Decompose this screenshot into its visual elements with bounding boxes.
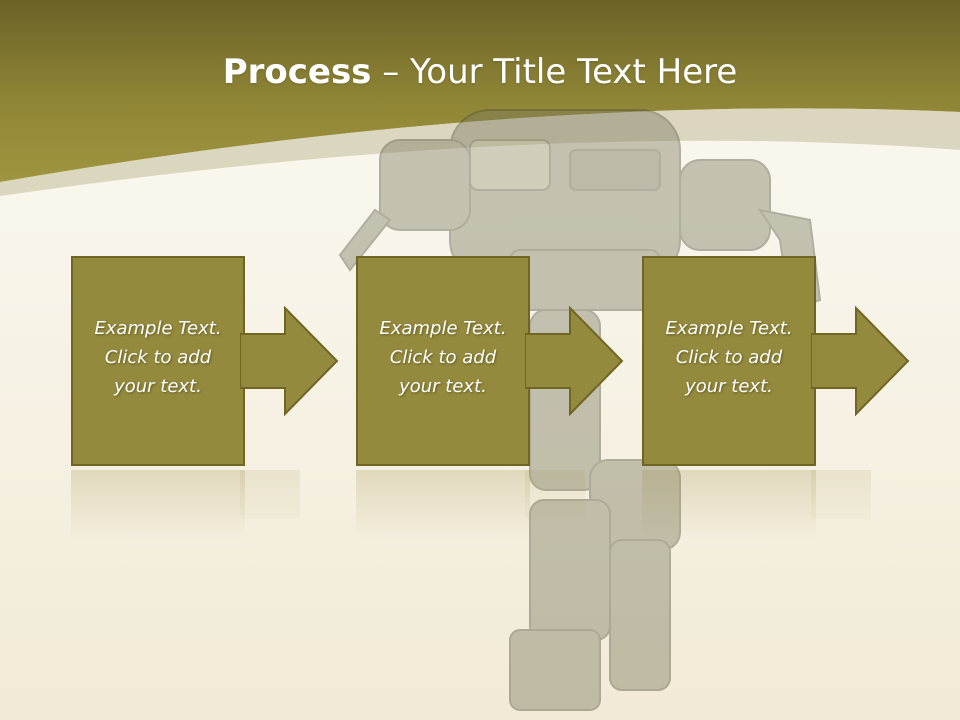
step-3-line-1: Example Text. [665,318,793,339]
step-2-line-2: Click to add [389,347,497,368]
process-step-1[interactable]: Example Text. Click to add your text. [71,256,245,466]
process-step-3[interactable]: Example Text. Click to add your text. [642,256,816,466]
step-3-reflection [642,470,816,540]
step-2-line-1: Example Text. [379,318,507,339]
header-band [0,0,960,196]
step-1-line-3: your text. [114,376,202,397]
step-3-line-2: Click to add [675,347,783,368]
arrow-3-reflection [811,470,871,519]
step-1-line-1: Example Text. [94,318,222,339]
step-1-line-2: Click to add [104,347,212,368]
arrow-1-reflection [240,470,300,519]
step-2-reflection [356,470,530,540]
title-bold: Process [222,52,372,92]
step-1-reflection [71,470,245,540]
page-title[interactable]: Process – Your Title Text Here [0,52,960,92]
step-1-text: Example Text. Click to add your text. [73,314,243,401]
step-3-line-3: your text. [685,376,773,397]
arrow-right-icon [811,306,910,416]
title-rest: – Your Title Text Here [371,52,738,92]
step-2-text: Example Text. Click to add your text. [358,314,528,401]
arrow-right-icon [525,306,624,416]
arrow-right-icon [240,306,339,416]
process-step-2[interactable]: Example Text. Click to add your text. [356,256,530,466]
step-3-text: Example Text. Click to add your text. [644,314,814,401]
arrow-2-reflection [525,470,585,519]
step-2-line-3: your text. [399,376,487,397]
